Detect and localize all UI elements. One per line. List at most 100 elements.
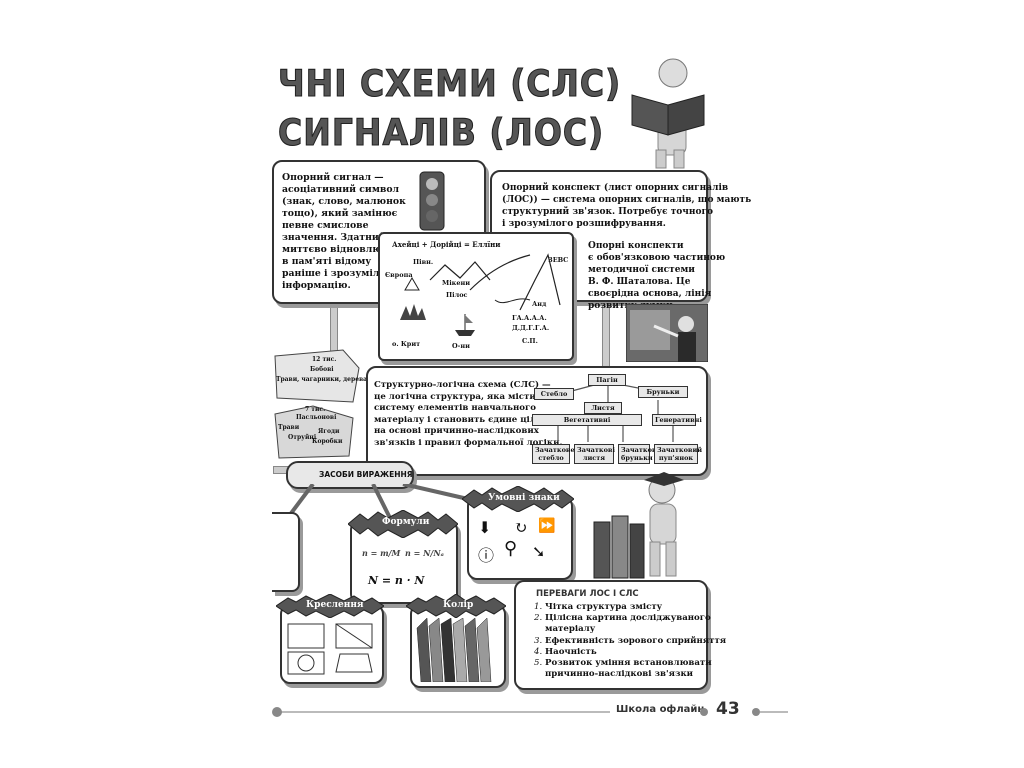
info-icon: ⓘ xyxy=(478,546,495,565)
left-scrap-bottom-line-6: Коробки xyxy=(312,438,343,445)
support-signal-line: значення. Здатний xyxy=(282,232,386,243)
map-label-north: Півн. xyxy=(413,258,434,266)
support-signal-line: тощо), який замінює xyxy=(282,208,398,219)
arrow-icon: ➘ xyxy=(532,542,546,561)
advantage-item: 5.Розвиток уміння встановлювати xyxy=(534,658,726,669)
advantage-text: причинно-наслідкові зв'язки xyxy=(545,669,694,680)
support-notes-line: Опорний конспект (лист опорних сигналів xyxy=(502,183,729,193)
map-label-ddgga: Д.Д.Г.Г.А. xyxy=(512,324,550,332)
formulas-label: Формули xyxy=(382,517,430,527)
advantage-number: 1. xyxy=(534,602,543,612)
advantage-item: 3.Ефективність зорового сприйняття xyxy=(534,636,726,647)
slc-node-buds: Бруньки xyxy=(638,386,688,398)
advantage-item: 2.Цілісна картина досліджуваного xyxy=(534,613,726,624)
reading-figure-icon xyxy=(631,58,705,169)
drawing-star xyxy=(276,594,384,618)
footer-rule-right xyxy=(760,711,788,713)
map-label-pylos: Пілос xyxy=(446,291,468,299)
support-signal-line: асоціативний символ xyxy=(282,184,400,195)
support-notes-line: (ЛОС)) — система опорних сигналів, що ма… xyxy=(502,195,752,205)
slc-line: систему елементів навчального xyxy=(374,403,536,413)
left-scrap-bottom-line-3: Трави xyxy=(278,424,300,431)
advantages-title: ПЕРЕВАГИ ЛОС І СЛС xyxy=(536,589,639,599)
magnifier-icon: ⚲ xyxy=(504,538,518,559)
slc-node-embryo-buds: Зачаткові бруньки xyxy=(618,444,659,464)
slc-line: матеріалу і становить єдине ціле xyxy=(374,414,542,425)
slc-line: зв'язків і правил формальної логіки. xyxy=(374,437,563,448)
pencils-image xyxy=(416,618,492,682)
slc-node-embryo-leaves: Зачаткові листя xyxy=(574,444,615,464)
left-scrap-bottom-line-4: Отруйні xyxy=(288,434,317,441)
map-label-oni: О-ни xyxy=(452,342,470,350)
left-scrap-top-line-1: 12 тис. xyxy=(312,356,337,363)
map-label-zeus: ЗЕВС xyxy=(548,256,569,264)
books-graduate-image xyxy=(593,472,684,579)
slc-node-leaves: Листя xyxy=(584,402,622,414)
advantage-item: 4.Наочність xyxy=(534,647,726,658)
support-signal-line: миттєво відновлювати xyxy=(282,244,407,255)
left-scrap-top-line-3: Трави, чагарники, дерева xyxy=(276,376,368,383)
support-notes-2-line: Опорні конспекти xyxy=(588,241,684,251)
support-signal-line: інформацію. xyxy=(282,280,351,291)
means-banner-box xyxy=(286,461,414,489)
map-label-sp: С.П. xyxy=(522,337,538,345)
advantage-number: 4. xyxy=(534,646,543,657)
support-notes-text-2: Опорні конспекти є обов'язковою частиною м… xyxy=(588,240,725,312)
left-scrap-top xyxy=(274,349,360,403)
map-label-and: Анд xyxy=(532,300,547,308)
formula-side-left: n = m/M xyxy=(362,548,401,558)
advantage-text: Чітка структура змісту xyxy=(545,602,663,612)
left-scrap-bottom-line-2: Пасльонові xyxy=(296,414,337,421)
technical-drawing xyxy=(287,623,373,675)
support-signal-text: Опорний сигнал —асоціативний символ(знак… xyxy=(282,172,407,292)
support-notes-line: структурний зв'язок. Потребує точного xyxy=(502,207,713,217)
support-notes-2-line: методичної системи xyxy=(588,265,695,275)
advantage-text: Цілісна картина досліджуваного xyxy=(545,613,711,624)
advantage-item: причинно-наслідкові зв'язки xyxy=(534,669,726,680)
symbols-label: Умовні знаки xyxy=(488,493,560,503)
support-signal-line: певне смислове xyxy=(282,220,369,231)
support-signal-line: раніше і зрозумілу xyxy=(282,268,386,279)
page-title-line-1: ЧНІ СХЕМИ (СЛС) xyxy=(277,61,622,105)
advantage-number: 5. xyxy=(534,658,543,669)
support-notes-2-line: є обов'язковою частиною xyxy=(588,253,726,263)
slc-line: на основі причинно-наслідкових xyxy=(374,426,539,436)
slc-line: Структурно-логічна схема (СЛС) — xyxy=(374,380,551,390)
footer-brand: Школа офлайн xyxy=(616,704,705,715)
support-signal-line: Опорний сигнал — xyxy=(282,172,384,183)
teacher-photo xyxy=(626,304,708,362)
color-label: Колір xyxy=(443,600,474,610)
slc-node-stem: Стебло xyxy=(534,388,574,400)
support-signal-line: в пам'яті відому xyxy=(282,256,372,267)
advantage-text: Розвиток уміння встановлювати xyxy=(545,658,712,669)
map-label-crete: о. Крит xyxy=(392,340,421,348)
support-notes-line: і зрозумілого розшифрування. xyxy=(502,219,666,229)
map-label-europe: Європа xyxy=(385,271,413,279)
footer-rule-left xyxy=(276,711,610,713)
left-scrap-bottom-line-1: 7 тис. xyxy=(305,406,326,413)
formulas-star xyxy=(348,510,458,538)
slc-node-shoot: Пагін xyxy=(588,374,626,386)
support-notes-2-line: В. Ф. Шаталова. Це xyxy=(588,277,691,287)
advantage-text: Наочність xyxy=(545,646,597,657)
left-diagram-box xyxy=(272,512,300,592)
slc-node-embryo-stem: Зачаткове стебло xyxy=(532,444,575,464)
download-icon: ⬇ xyxy=(478,518,492,537)
left-scrap-bottom-line-5: Ягоди xyxy=(318,428,340,435)
advantage-item: матеріалу xyxy=(534,624,726,635)
slc-node-vegetative: Вегетативні xyxy=(532,414,642,426)
page-title-line-2: СИГНАЛІВ (ЛОС) xyxy=(277,111,605,155)
advantages-box xyxy=(514,580,708,690)
support-notes-2-line: своєрідна основа, лінія xyxy=(588,289,712,299)
left-scrap-bottom xyxy=(274,405,354,459)
advantage-text: матеріалу xyxy=(545,624,596,635)
fast-forward-icon: ⏩ xyxy=(538,518,556,534)
advantage-number: 3. xyxy=(534,635,543,646)
refresh-icon: ↻ xyxy=(514,518,528,537)
advantage-text: Ефективність зорового сприйняття xyxy=(545,635,727,646)
map-label-mycenae: Мікени xyxy=(442,279,471,287)
footer-dot-left xyxy=(272,707,282,717)
drawing-label: Креслення xyxy=(306,600,364,610)
slc-node-generative: Генеративні xyxy=(652,414,702,426)
